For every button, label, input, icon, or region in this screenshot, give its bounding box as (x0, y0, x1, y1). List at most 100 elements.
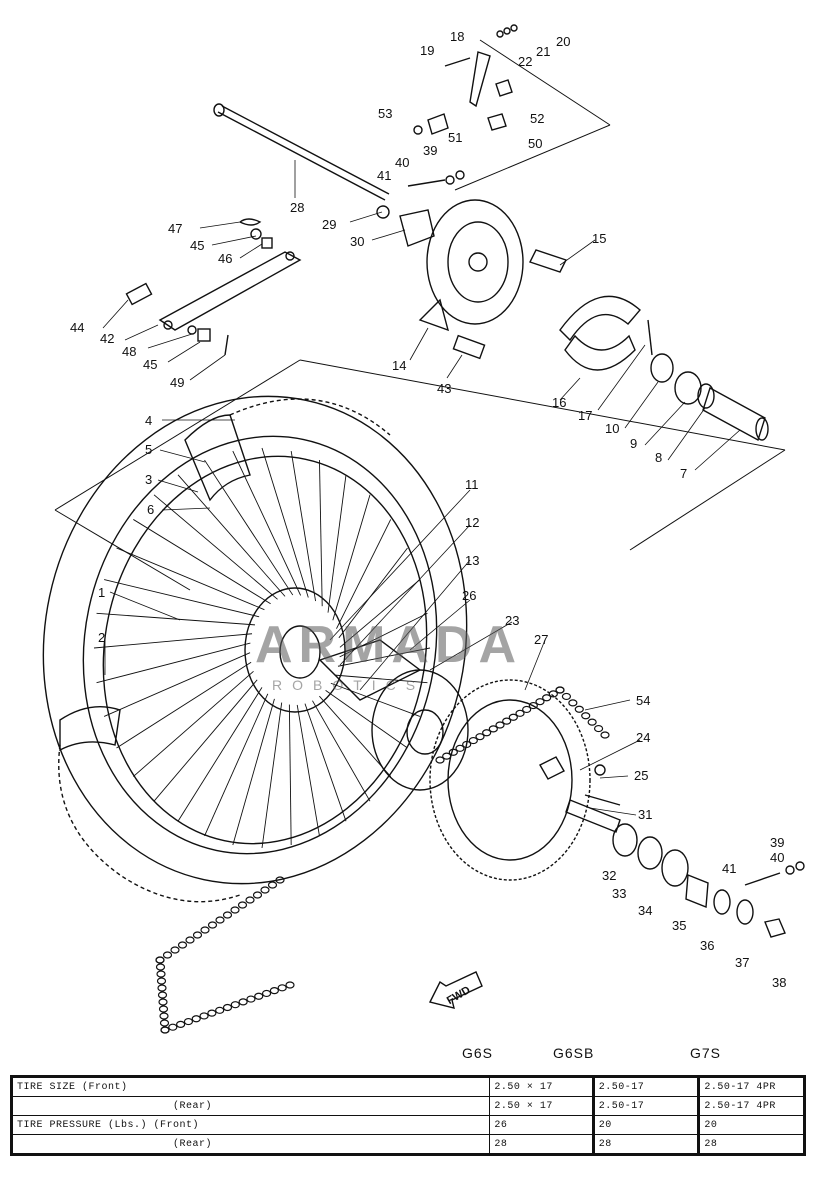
callout-42: 42 (100, 331, 114, 346)
chain-link (581, 712, 591, 720)
callout-36: 36 (700, 938, 714, 953)
callout-26: 26 (462, 588, 476, 603)
spoke (204, 693, 269, 837)
cell-g6sb: 28 (591, 1134, 700, 1155)
cell-g7s: 28 (697, 1134, 805, 1155)
table-row: TIRE SIZE (Front) 2.50 × 17 2.50-17 2.50… (10, 1076, 805, 1097)
chain-link (455, 744, 465, 752)
rear-wheel (42, 395, 468, 885)
callout-6: 6 (147, 502, 154, 517)
drive-chain (155, 686, 610, 1034)
callout-33: 33 (612, 886, 626, 901)
chain-link (260, 886, 270, 894)
chain-link (488, 725, 498, 733)
cell-g6s: 2.50 × 17 (489, 1096, 594, 1116)
callout-53: 53 (378, 106, 392, 121)
chain-link (168, 1023, 178, 1031)
row-label: TIRE SIZE (Front) (10, 1076, 491, 1097)
spoke (330, 682, 421, 717)
chain-link (230, 906, 240, 914)
chain-link (183, 1017, 194, 1026)
callout-28: 28 (290, 200, 304, 215)
callout-23: 23 (505, 613, 519, 628)
cell-g6s: 28 (489, 1134, 594, 1155)
chain-link (482, 729, 492, 737)
callout-40-top: 40 (395, 155, 409, 170)
callout-41-top: 41 (377, 168, 391, 183)
chain-link (170, 946, 180, 954)
callout-3: 3 (145, 472, 152, 487)
chain-link (522, 705, 532, 714)
chain-link (156, 977, 167, 985)
callout-5: 5 (145, 442, 152, 457)
torque-arm (158, 251, 302, 331)
chain-link (237, 901, 248, 909)
callout-8: 8 (655, 450, 662, 465)
spoke (103, 652, 251, 717)
chain-link (555, 686, 565, 694)
chain-link (207, 1009, 217, 1017)
chain-link (495, 721, 505, 729)
chain-link (158, 1005, 169, 1013)
row-label: (Rear) (10, 1096, 491, 1116)
tire-spec-table: TIRE SIZE (Front) 2.50 × 17 2.50-17 2.50… (10, 1075, 806, 1156)
wheel-spokes (93, 447, 431, 849)
callout-34: 34 (638, 903, 652, 918)
chain-link (285, 981, 295, 989)
chain-link (442, 752, 452, 760)
callout-45-bottom: 45 (143, 357, 157, 372)
spoke (334, 674, 428, 684)
chain-link (462, 740, 472, 749)
spoke (325, 689, 408, 749)
spoke (133, 670, 254, 777)
chain-link (157, 991, 168, 999)
callout-12: 12 (465, 515, 479, 530)
chain-link (222, 1003, 233, 1012)
callout-19: 19 (420, 43, 434, 58)
right-side-hardware (539, 756, 805, 938)
callout-37: 37 (735, 955, 749, 970)
callout-39-top: 39 (423, 143, 437, 158)
chain-link (246, 995, 256, 1003)
model-header-g6sb: G6SB (553, 1045, 595, 1061)
cell-g6sb: 2.50-17 (591, 1096, 700, 1116)
chain-link (508, 713, 518, 721)
fwd-arrow (428, 971, 483, 1009)
chain-link (159, 1012, 169, 1020)
chain-link (177, 941, 188, 949)
cell-g6sb: 20 (591, 1115, 700, 1135)
chain-link (275, 876, 285, 884)
row-label: TIRE PRESSURE (Lbs.) (Front) (10, 1115, 491, 1135)
chain-link (200, 926, 210, 934)
callout-49: 49 (170, 375, 184, 390)
callout-48: 48 (122, 344, 136, 359)
callout-4: 4 (145, 413, 152, 428)
chain-link (155, 963, 166, 971)
chain-link (245, 896, 255, 904)
cell-g6s: 2.50 × 17 (489, 1076, 594, 1097)
cell-g7s: 20 (697, 1115, 805, 1135)
callout-17: 17 (578, 408, 592, 423)
model-header-g6s: G6S (462, 1045, 494, 1061)
brake-plate (418, 199, 567, 360)
chain-link (230, 1001, 240, 1009)
callout-47: 47 (168, 221, 182, 236)
callout-27: 27 (534, 632, 548, 647)
brake-shoes (559, 295, 653, 371)
sprocket-hub (318, 639, 469, 791)
chain-link (593, 724, 604, 733)
callout-52: 52 (530, 111, 544, 126)
spoke (93, 633, 253, 649)
chain-link (191, 1015, 201, 1023)
assembly-box-lines (54, 39, 786, 591)
callout-24: 24 (636, 730, 650, 745)
chain-link (199, 1012, 209, 1020)
cell-g6sb: 2.50-17 (591, 1076, 700, 1097)
row-label: (Rear) (10, 1134, 491, 1155)
chain-link (238, 998, 248, 1006)
chain-link (192, 931, 203, 939)
chain-link (215, 1006, 225, 1014)
fwd-label: FWD (445, 984, 473, 1007)
chain-link (267, 881, 278, 889)
chain-link (155, 956, 165, 964)
